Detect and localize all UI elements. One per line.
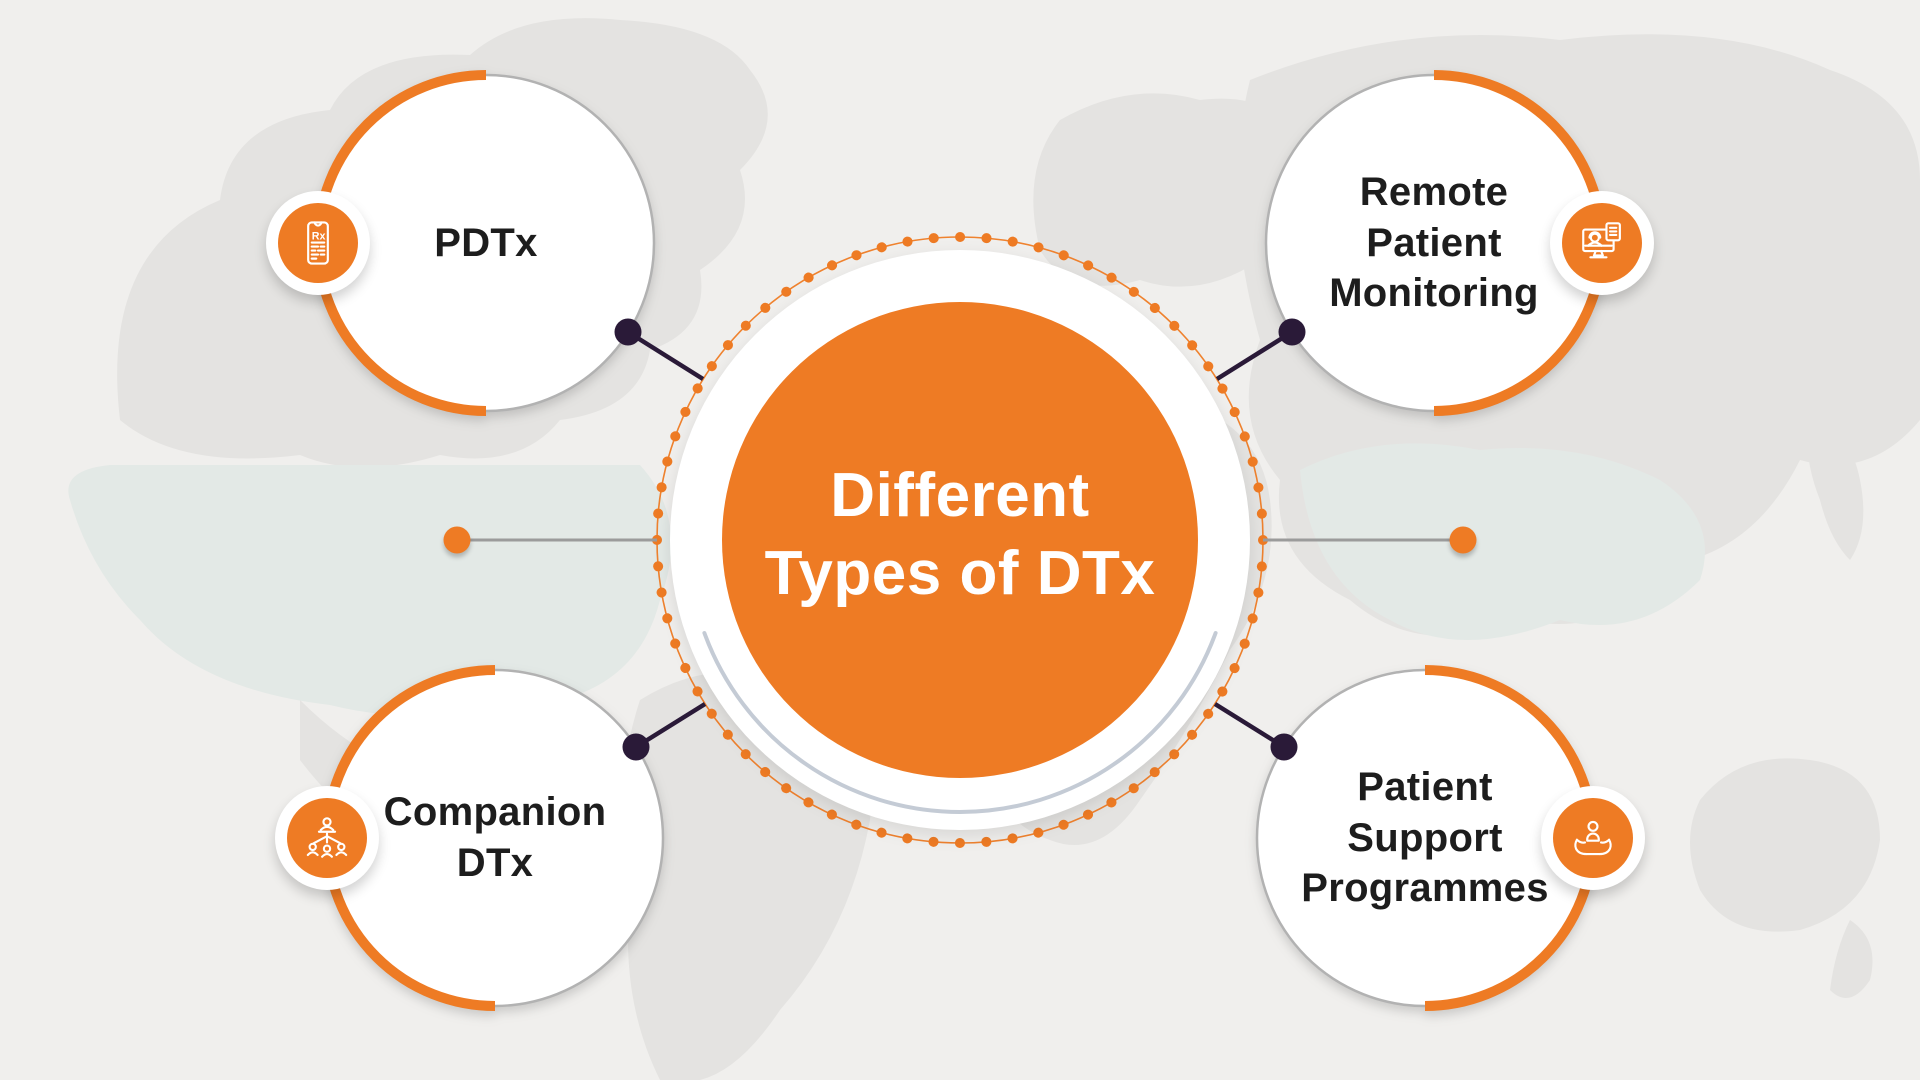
- remote-monitoring-icon: [1582, 222, 1621, 259]
- caring-hands-icon: [1574, 820, 1612, 856]
- map-new-zealand: [1830, 920, 1873, 998]
- center-title: Different Types of DTx: [764, 461, 1156, 609]
- node-label: PDTx: [434, 220, 538, 265]
- node-remote-patient-monitoring: Remote Patient Monitoring: [1256, 65, 1654, 421]
- map-australia: [1690, 758, 1880, 932]
- map-europe: [1033, 93, 1302, 287]
- node-patient-support-programmes: Patient Support Programmes: [1247, 660, 1645, 1016]
- icon-badge: Rx: [266, 191, 370, 295]
- node-companion-dtx: Companion DTx: [275, 660, 673, 1016]
- center-node-graphic: [652, 232, 1268, 848]
- center-node: [630, 210, 1290, 870]
- center-bottom-arc: [702, 631, 1218, 814]
- map-japan: [1806, 400, 1864, 560]
- node-pdtx: PDTx Rx: [266, 65, 664, 421]
- node-label: Companion DTx: [383, 790, 607, 885]
- map-usa-region: [68, 465, 672, 717]
- people-network-icon: [306, 817, 348, 858]
- node-label: Patient Support Programmes: [1301, 764, 1549, 911]
- rx-phone-icon: Rx: [307, 221, 329, 265]
- icon-badge: [275, 786, 379, 890]
- map-east-asia-region: [1300, 443, 1705, 640]
- svg-text:Rx: Rx: [312, 230, 326, 242]
- icon-badge: [1550, 191, 1654, 295]
- icon-badge: [1541, 786, 1645, 890]
- node-label: Remote Patient Monitoring: [1329, 169, 1539, 316]
- center-orange-circle: [722, 302, 1198, 778]
